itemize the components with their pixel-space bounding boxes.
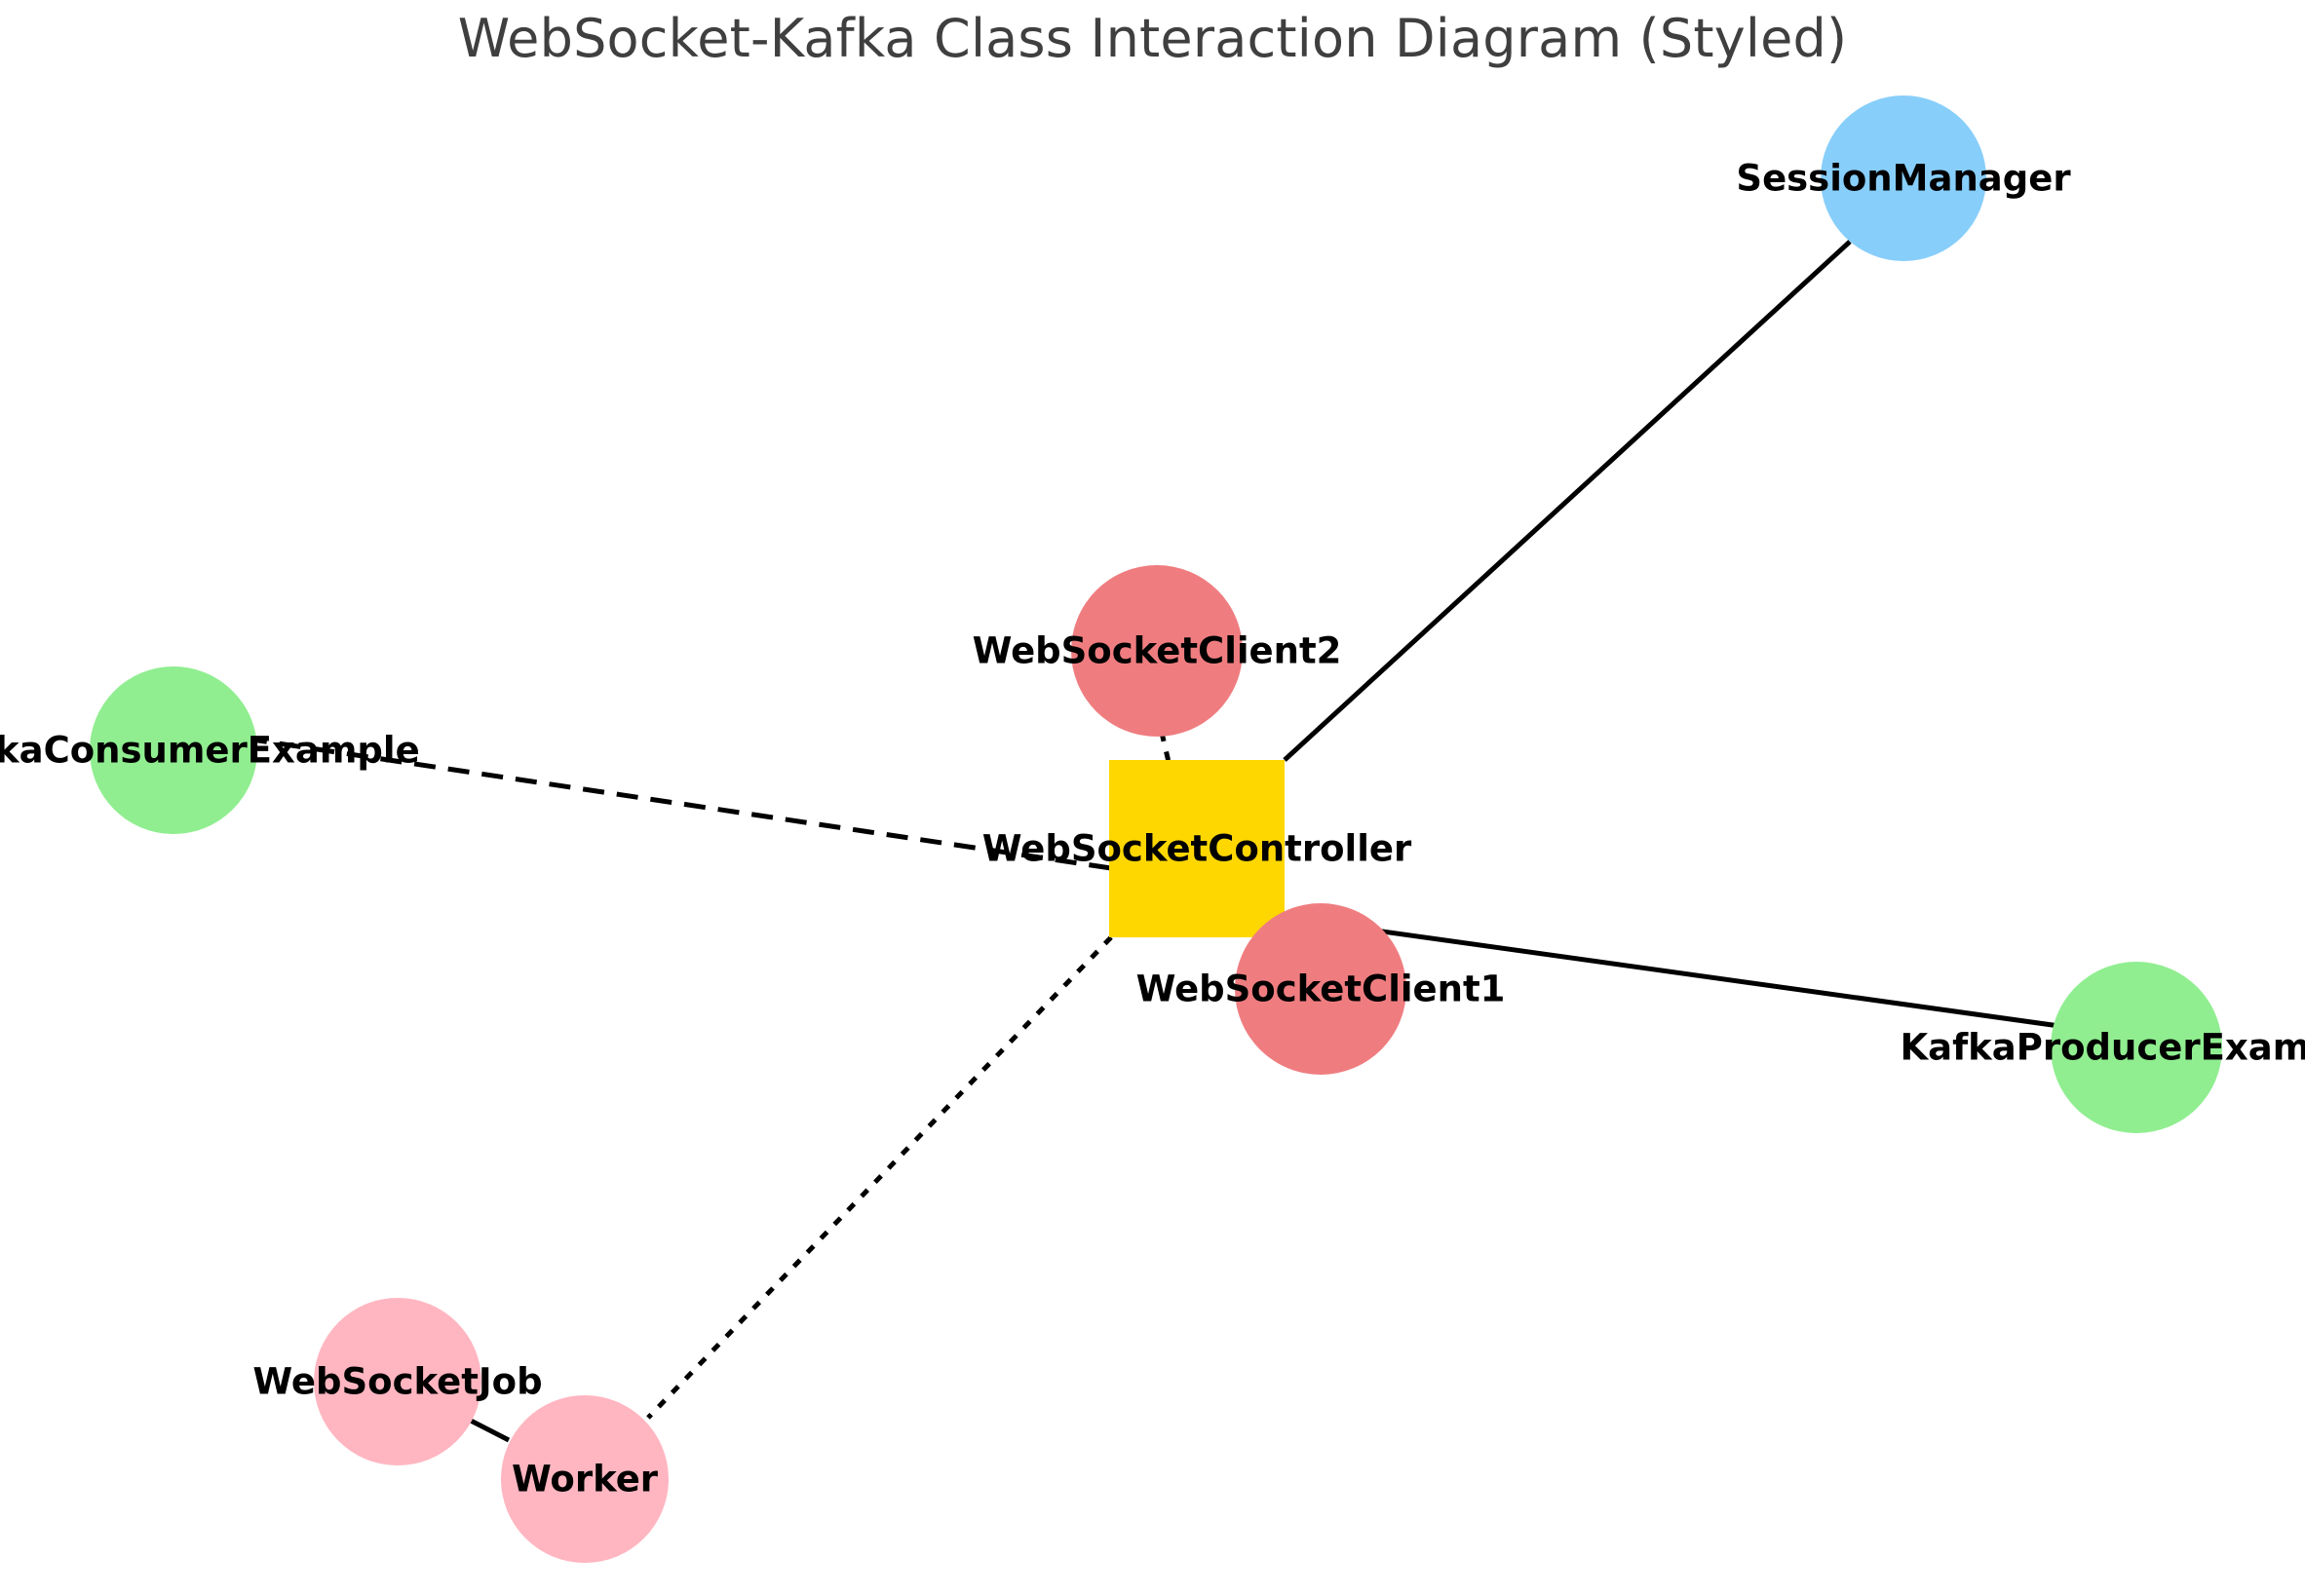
node-circle-websocketclient1[interactable] (1235, 903, 1406, 1075)
node-circle-sessionmanager[interactable] (1821, 95, 1986, 261)
edge-websocketclient2-to-websocketcontroller (1159, 732, 1172, 763)
edge-kafkaconsumerexample-to-websocketcontroller (245, 736, 1171, 880)
node-circle-kafkaproducerexample[interactable] (2051, 962, 2222, 1133)
node-circle-websocketjob[interactable] (314, 1298, 481, 1465)
edge-websocketcontroller-to-sessionmanager (1283, 240, 1852, 762)
node-square-websocketcontroller[interactable] (1109, 760, 1285, 937)
node-circle-kafkaconsumerexample[interactable] (90, 666, 257, 834)
page-title: WebSocket-Kafka Class Interaction Diagra… (457, 8, 1848, 69)
edge-websocketjob-to-worker (469, 1418, 511, 1443)
edge-websocketcontroller-to-worker (646, 935, 1113, 1420)
edge-websocketcontroller-to-kafkaproducerexample (1284, 915, 2060, 1029)
node-circle-websocketclient2[interactable] (1071, 565, 1243, 737)
node-circle-worker[interactable] (501, 1395, 669, 1563)
